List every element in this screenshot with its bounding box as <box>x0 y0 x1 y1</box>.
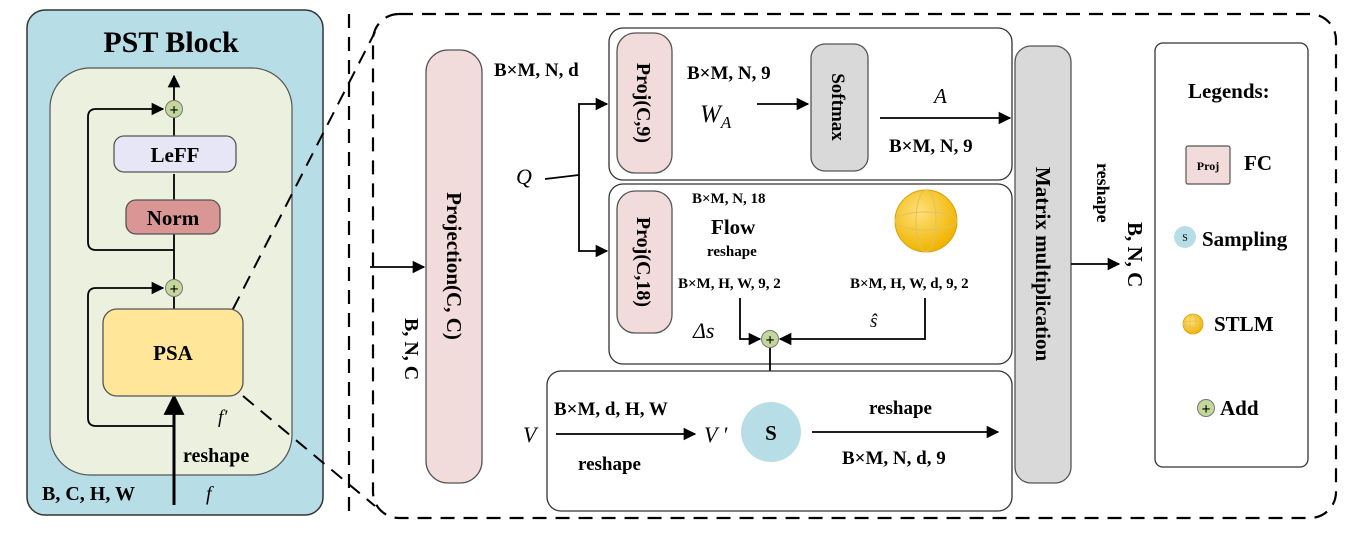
legend-sampling-icon <box>1174 226 1196 248</box>
q-path-split <box>544 97 609 180</box>
v-label: V <box>523 422 539 447</box>
pst-add-node-bottom <box>165 279 183 297</box>
proj-c18-block <box>616 190 673 334</box>
matrix-out-dims: B, N, C <box>1123 222 1147 287</box>
legend-fc-label: FC <box>1244 151 1272 175</box>
wa-dims: B×M, N, 9 <box>687 63 771 84</box>
flow-reshape-label: reshape <box>707 244 757 260</box>
residual-path-2 <box>87 102 174 251</box>
q-label: Q <box>516 164 532 189</box>
sampling-out-dims: B×M, N, d, 9 <box>842 448 946 469</box>
softmax-label: Softmax <box>827 73 848 141</box>
softmax-block <box>810 43 869 172</box>
legend-title: Legends: <box>1188 79 1270 103</box>
pst-reshape-label: reshape <box>183 445 249 467</box>
proj-c9-label: Proj(C,9) <box>632 63 654 143</box>
projection-label: Projection(C, C) <box>442 192 466 340</box>
q-dims: B×M, N, d <box>494 60 579 81</box>
pst-block: PST Block + + LeFF Norm PSA f′ reshape B… <box>26 9 324 516</box>
legend-proj-icon-text: Proj <box>1197 159 1219 173</box>
pst-block-title: PST Block <box>103 26 239 59</box>
matrix-out-reshape: reshape <box>1093 163 1113 223</box>
flow-add-node-symbol: + <box>765 332 774 349</box>
delta-s-path <box>739 298 762 346</box>
detail-input-dims: B, N, C <box>400 318 422 380</box>
proj-c18-label: Proj(C,18) <box>632 217 654 307</box>
flow-add-node <box>761 330 779 348</box>
stlm-out-dims: B×M, H, W, d, 9, 2 <box>850 276 969 292</box>
proj-c9-block <box>616 32 673 174</box>
v-dims: B×M, d, H, W <box>554 399 668 420</box>
legend-proj-icon <box>1185 145 1231 185</box>
detail-frame <box>371 12 1338 520</box>
s-hat-path <box>778 298 926 346</box>
pst-add-node-top <box>165 100 183 118</box>
legend-add-icon <box>1197 399 1215 417</box>
leff-label: LeFF <box>151 143 200 167</box>
s-hat-label: ŝ <box>870 311 878 332</box>
pst-add-node-top-symbol: + <box>169 102 178 119</box>
legend-add-label: Add <box>1220 396 1259 420</box>
f-prime-label: f′ <box>218 407 228 428</box>
v-prime-label: V ′ <box>704 422 729 447</box>
leff-block <box>113 135 237 173</box>
flow-dims: B×M, N, 18 <box>692 191 766 207</box>
flow-out-dims: B×M, H, W, 9, 2 <box>678 276 781 292</box>
flow-label: Flow <box>711 215 756 239</box>
residual-path-1 <box>87 281 174 427</box>
norm-label: Norm <box>147 206 200 230</box>
v-reshape-label: reshape <box>578 454 641 475</box>
f-label: f <box>206 483 214 505</box>
sampling-node-label: S <box>765 421 777 445</box>
legend-stlm-icon <box>1182 313 1204 335</box>
wa-label: WA <box>700 101 732 132</box>
sampling-reshape-label: reshape <box>869 398 932 419</box>
norm-block <box>125 199 221 235</box>
legend-sampling-icon-text: S <box>1182 233 1188 244</box>
pst-inner-panel <box>49 67 293 476</box>
legend-sampling-label: Sampling <box>1202 227 1288 251</box>
delta-s-label: Δs <box>692 318 714 343</box>
pst-input-dims: B, C, H, W <box>42 483 135 505</box>
wa-label-sub: A <box>720 113 732 132</box>
legend-add-icon-symbol: + <box>1201 401 1210 418</box>
psa-block <box>102 308 244 397</box>
psa-label: PSA <box>153 341 194 365</box>
a-dims: B×M, N, 9 <box>889 136 973 157</box>
zoom-line-bottom <box>242 395 376 507</box>
psa-detail: B, N, C Projection(C, C) B×M, N, d Q Pro… <box>370 12 1338 520</box>
stlm-sphere-icon <box>894 189 958 253</box>
q-path-split-lower <box>578 175 609 258</box>
a-label: A <box>932 84 947 108</box>
legend-stlm-label: STLM <box>1214 312 1274 336</box>
sampling-node <box>741 402 801 462</box>
pst-add-node-bottom-symbol: + <box>169 281 178 298</box>
matrix-mult-label: Matrix multiplication <box>1031 167 1055 362</box>
zoom-line-top <box>232 31 376 310</box>
projection-block <box>425 49 483 484</box>
